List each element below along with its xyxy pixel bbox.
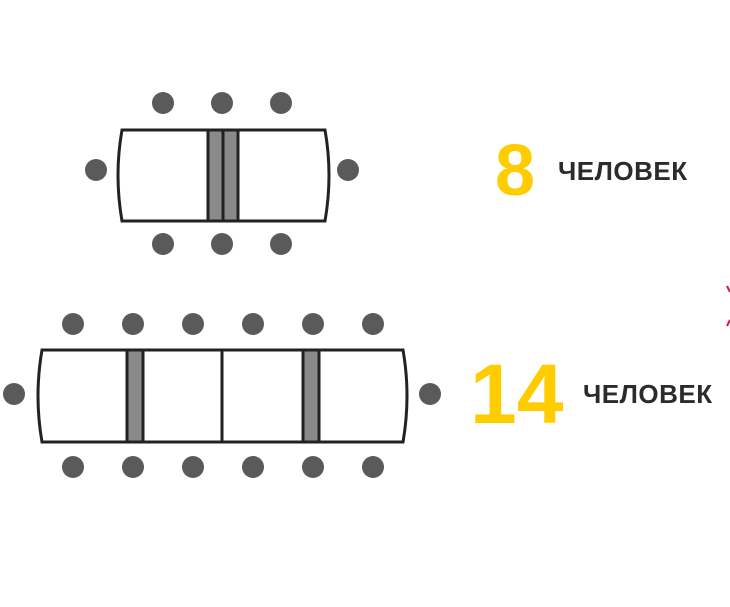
chair: [270, 92, 292, 114]
chair: [362, 313, 384, 335]
capacity-label-8: ЧЕЛОВЕК: [558, 156, 688, 186]
chair: [182, 456, 204, 478]
chair: [152, 92, 174, 114]
chair: [337, 159, 359, 181]
chair: [62, 456, 84, 478]
chair: [302, 456, 324, 478]
chair: [242, 313, 264, 335]
chair: [270, 233, 292, 255]
chair: [152, 233, 174, 255]
chair: [182, 313, 204, 335]
chair: [211, 92, 233, 114]
table-leaf: [301, 348, 321, 444]
chair: [242, 456, 264, 478]
capacity-label-14: ЧЕЛОВЕК: [583, 379, 713, 409]
table-leaf: [206, 128, 225, 223]
chair: [122, 313, 144, 335]
table-leaf: [221, 128, 240, 223]
chair: [362, 456, 384, 478]
chair: [122, 456, 144, 478]
chair: [85, 159, 107, 181]
table-leaf: [125, 348, 145, 444]
capacity-number-14: 14: [470, 347, 564, 441]
table-8: [85, 92, 359, 255]
table-14: [3, 313, 441, 478]
chair: [211, 233, 233, 255]
chair: [419, 383, 441, 405]
chair: [302, 313, 324, 335]
chair: [3, 383, 25, 405]
capacity-number-8: 8: [495, 131, 536, 211]
chair: [62, 313, 84, 335]
